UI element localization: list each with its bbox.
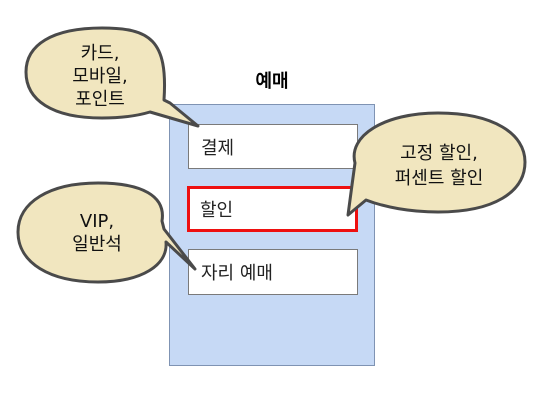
callout-text-line: VIP, bbox=[80, 211, 114, 232]
panel-title: 예매 bbox=[255, 71, 289, 92]
callout-seat-types: VIP, 일반석 bbox=[16, 181, 197, 284]
speech-bubble-shape bbox=[24, 26, 200, 128]
speech-bubble-shape bbox=[346, 111, 527, 217]
callout-text-line: 퍼센트 할인 bbox=[395, 168, 484, 189]
menu-item-label: 자리 예매 bbox=[201, 263, 273, 284]
callout-text-line: 일반석 bbox=[72, 234, 122, 255]
callout-text-line: 포인트 bbox=[75, 89, 125, 110]
speech-bubble-shape bbox=[16, 181, 197, 284]
menu-item-payment[interactable]: 결제 bbox=[188, 124, 358, 169]
callout-payment-methods: 카드, 모바일, 포인트 bbox=[24, 26, 200, 128]
menu-item-label: 결제 bbox=[201, 137, 235, 159]
menu-item-seat-reservation[interactable]: 자리 예매 bbox=[188, 249, 358, 295]
callout-text-line: 모바일, bbox=[72, 66, 127, 87]
menu-item-discount[interactable]: 할인 bbox=[187, 186, 358, 232]
callout-text-line: 고정 할인, bbox=[400, 143, 478, 164]
menu-item-label: 할인 bbox=[200, 200, 234, 221]
callout-text-line: 카드, bbox=[81, 43, 120, 64]
callout-discount-types: 고정 할인, 퍼센트 할인 bbox=[346, 111, 527, 217]
